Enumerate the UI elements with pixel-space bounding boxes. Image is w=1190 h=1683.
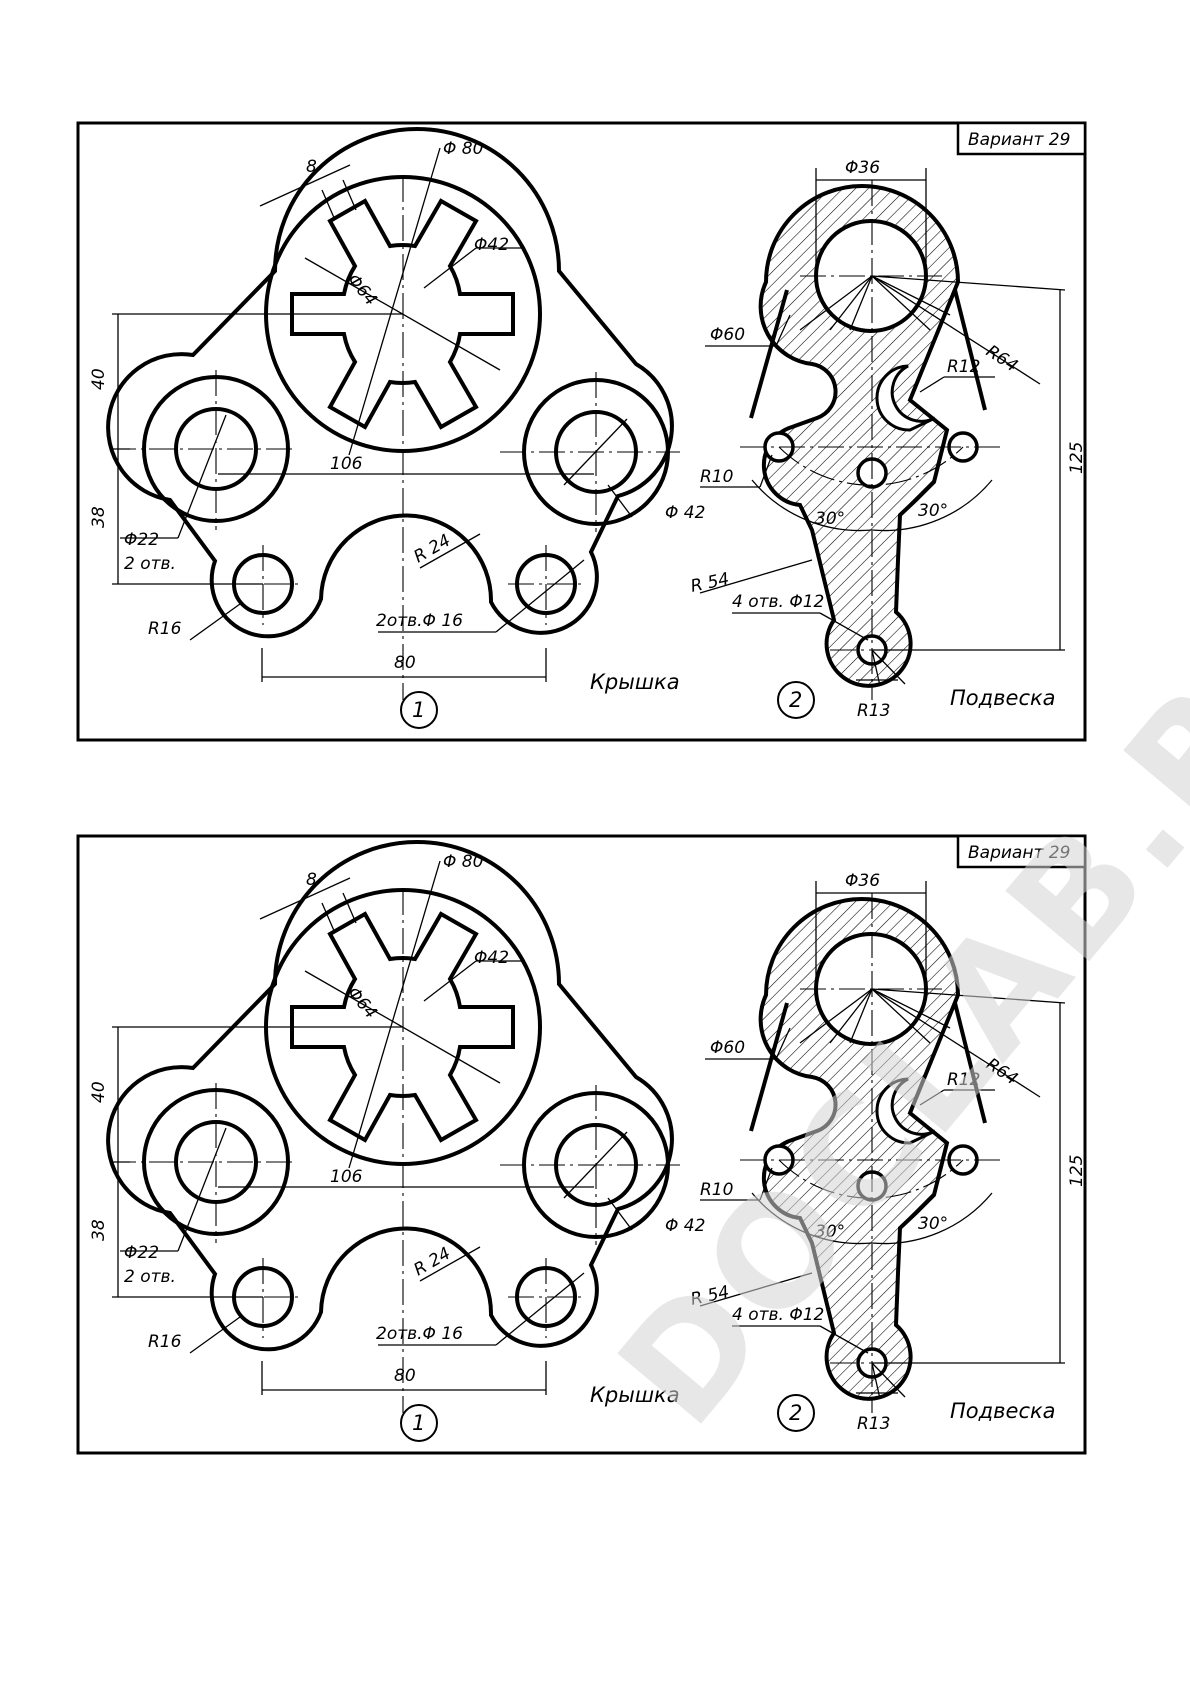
dim-v125: 125 [1067,1155,1087,1187]
dim-d80: Φ 80 [443,139,483,159]
dim-r24: R 24 [411,1244,455,1281]
dim-v38: 38 [89,1219,109,1241]
dim-v38: 38 [89,506,109,528]
part2-name: Подвеска [950,1399,1056,1423]
dim-r12: R12 [947,1070,980,1090]
dim-holes12: 4 отв. Φ12 [732,592,824,612]
part1-number: 1 [412,698,425,722]
dim-holes12: 4 отв. Φ12 [732,1305,824,1325]
dim-d42: Φ42 [474,235,509,255]
dim-a30l: 30° [815,509,845,529]
dim-holes16: 2отв.Φ 16 [376,1324,463,1344]
dim-w8: 8 [306,870,317,890]
dim-r54: R 54 [689,569,731,597]
dim-d22: Φ22 [124,1243,159,1263]
dim-holes16: 2отв.Φ 16 [376,611,463,631]
dim-holes2: 2 отв. [124,554,176,574]
dim-v40: 40 [89,1081,109,1103]
variant-label: Вариант 29 [968,843,1070,863]
variant-label: Вариант 29 [968,130,1070,150]
dim-d60: Φ60 [710,325,745,345]
dim-v40: 40 [89,368,109,390]
dim-h106: 106 [330,1167,363,1187]
dim-r24: R 24 [411,531,455,568]
part2-number: 2 [789,1401,802,1425]
dim-h106: 106 [330,454,363,474]
dim-r12: R12 [947,357,980,377]
part2-name: Подвеска [950,686,1056,710]
dim-h80: 80 [394,653,416,673]
dim-d22: Φ22 [124,530,159,550]
part1-name: Крышка [590,670,680,694]
part1-name: Крышка [590,1383,680,1407]
dim-h80: 80 [394,1366,416,1386]
sheet-top-geometry [76,121,1087,742]
dim-r64: R64 [982,341,1021,376]
dim-d60: Φ60 [710,1038,745,1058]
dim-d42b: Φ 42 [665,503,705,523]
dim-w8: 8 [306,157,317,177]
dim-r13: R13 [857,1414,890,1434]
dim-v125: 125 [1067,442,1087,474]
sheet-top-labels: Вариант 29 Φ 80 8 Φ42 Φ64 40 38 106 Φ 42… [89,130,1087,722]
dim-d36: Φ36 [845,871,880,891]
dim-d36: Φ36 [845,158,880,178]
dim-r16: R16 [148,1332,182,1352]
dim-a30r: 30° [918,1214,948,1234]
dim-holes2: 2 отв. [124,1267,176,1287]
dim-d42: Φ42 [474,948,509,968]
dim-a30l: 30° [815,1222,845,1242]
part2-number: 2 [789,688,802,712]
dim-r10: R10 [700,467,733,487]
dim-d80: Φ 80 [443,852,483,872]
part1-number: 1 [412,1411,425,1435]
dim-r10: R10 [700,1180,733,1200]
dim-d42b: Φ 42 [665,1216,705,1236]
dim-r16: R16 [148,619,182,639]
dim-r13: R13 [857,701,890,721]
dim-a30r: 30° [918,501,948,521]
